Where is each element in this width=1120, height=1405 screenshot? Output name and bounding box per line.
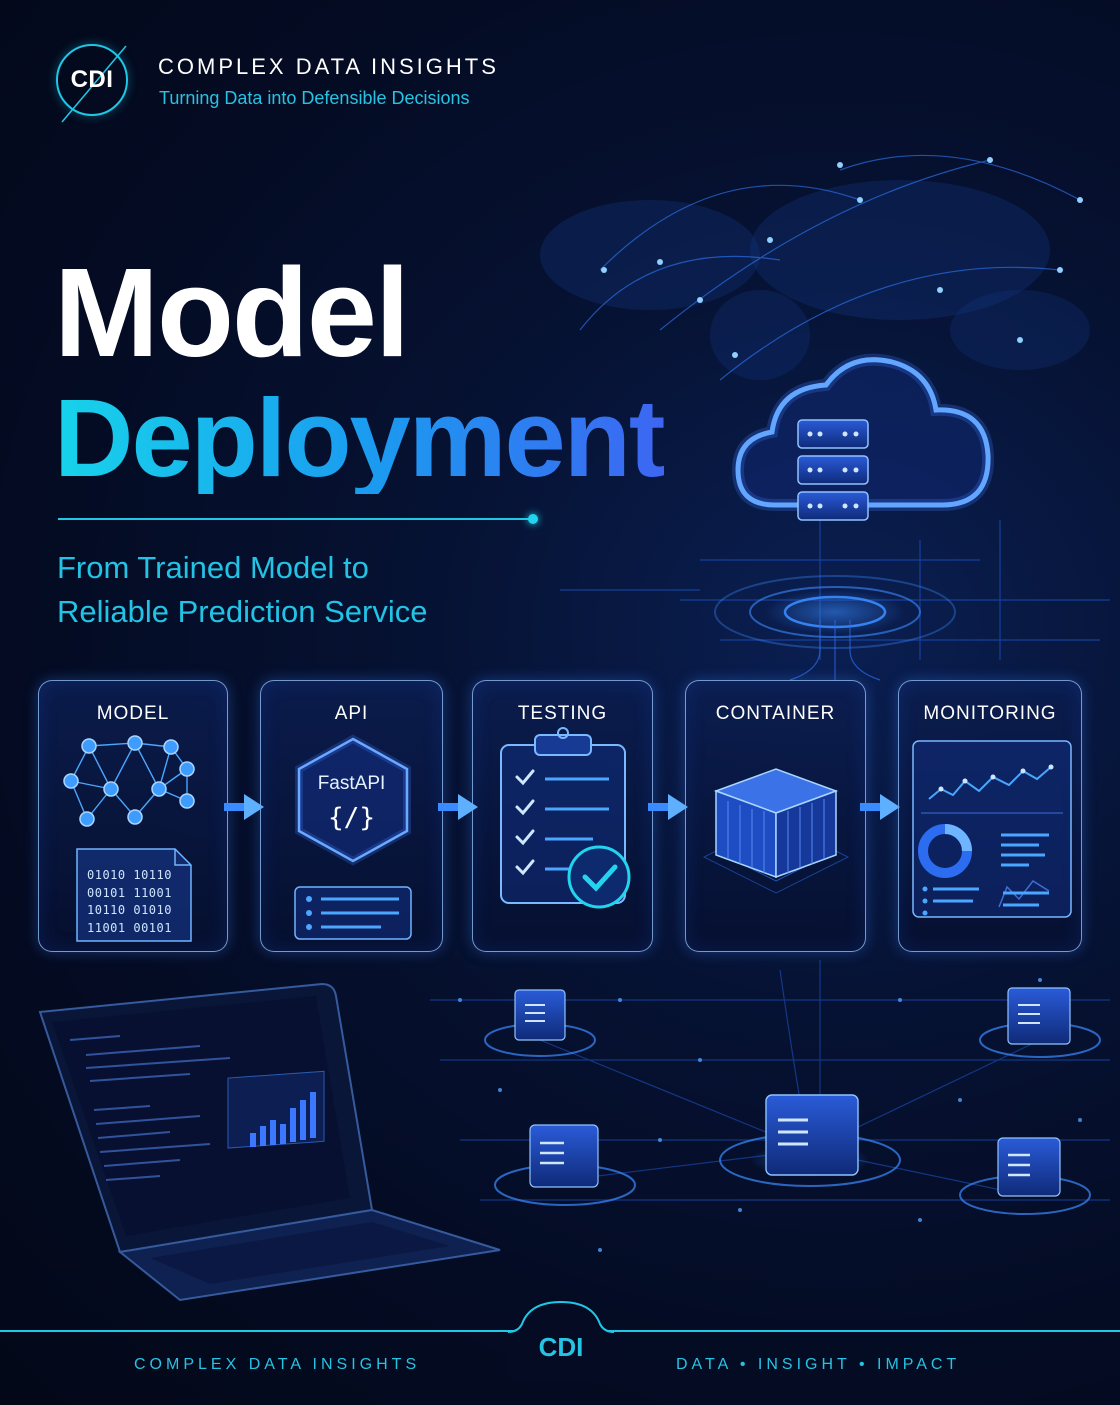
title-divider xyxy=(58,518,532,520)
step-card-container: CONTAINER xyxy=(685,680,866,952)
map-arcs xyxy=(579,154,1081,381)
step-label-container: CONTAINER xyxy=(715,703,836,724)
brand-tagline: Turning Data into Defensible Decisions xyxy=(159,88,470,108)
page-subtitle: From Trained Model to Reliable Predictio… xyxy=(57,546,577,634)
step-card-testing: TESTING xyxy=(472,680,653,952)
footer-badge xyxy=(508,1300,614,1380)
footer-badge-text: CDI xyxy=(538,1332,584,1362)
arrow-right-icon xyxy=(438,794,478,820)
neural-network-icon xyxy=(63,735,195,942)
footer-slogan: DATA • INSIGHT • IMPACT xyxy=(676,1356,961,1373)
page-title-line2: Deployment xyxy=(54,377,666,500)
brand-name: COMPLEX DATA INSIGHTS xyxy=(158,54,499,79)
step-card-monitoring: MONITORING xyxy=(898,680,1082,952)
arrow-right-icon xyxy=(860,794,900,820)
step-card-api: API FastAPI {/} xyxy=(260,680,443,952)
step-label-monitoring: MONITORING xyxy=(923,703,1057,724)
logo-text: CDI xyxy=(70,66,114,93)
brand-logo: CDI xyxy=(56,44,128,116)
world-map xyxy=(540,180,1090,380)
binary-file-icon: 01010 10110 00101 11001 10110 01010 1100… xyxy=(87,867,172,937)
step-label-model: MODEL xyxy=(96,703,170,724)
subtitle-line1: From Trained Model to xyxy=(57,550,369,585)
binary-line: 01010 10110 xyxy=(87,868,172,882)
network-node-5 xyxy=(959,1137,1091,1215)
api-framework-label: FastAPI xyxy=(317,773,386,794)
subtitle-line2: Reliable Prediction Service xyxy=(57,594,428,629)
binary-line: 10110 01010 xyxy=(87,903,172,917)
network-dots xyxy=(458,978,1082,1252)
title-divider-dot xyxy=(528,514,538,524)
map-nodes xyxy=(601,157,1083,358)
step-label-testing: TESTING xyxy=(517,703,608,724)
network-node-4 xyxy=(494,1124,636,1206)
code-brackets-icon: {/} xyxy=(328,803,375,833)
clipboard-checklist-icon xyxy=(500,727,631,909)
footer-brand: COMPLEX DATA INSIGHTS xyxy=(134,1356,421,1373)
dashboard-icon xyxy=(912,740,1072,918)
laptop-icon xyxy=(38,982,501,1302)
data-streams xyxy=(789,620,881,681)
api-hexagon-icon xyxy=(294,734,412,940)
binary-line: 00101 11001 xyxy=(87,885,172,900)
network-node-1 xyxy=(484,989,596,1057)
arrow-right-icon xyxy=(224,794,264,820)
data-beams xyxy=(804,520,866,618)
step-label-api: API xyxy=(334,703,369,724)
page-title-line1: Model xyxy=(54,242,410,383)
container-cube-icon xyxy=(702,768,850,894)
network-node-2 xyxy=(979,987,1101,1058)
network-node-3 xyxy=(719,1094,901,1187)
binary-line: 11001 00101 xyxy=(87,920,172,935)
server-stack-icon xyxy=(797,419,869,521)
arrow-right-icon xyxy=(648,794,688,820)
step-card-model: MODEL 01010 10110 00101 11001 10110 0101… xyxy=(38,680,228,952)
